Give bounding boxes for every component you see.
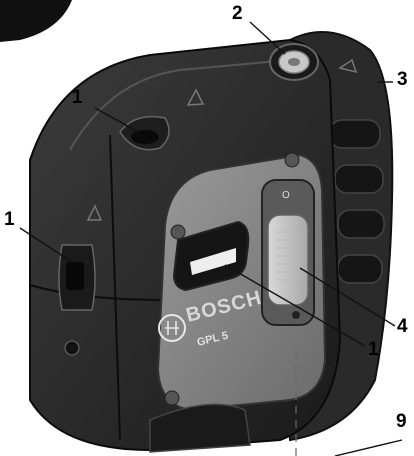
callout-laser-exit-top: 1: [72, 87, 83, 108]
side-seam: [109, 134, 121, 441]
laser-exit-up: [269, 43, 319, 81]
callout-laser-exit-front: 1: [368, 339, 379, 360]
leader-lines: [19, 21, 403, 456]
side-screw: [64, 340, 80, 356]
bottom-foot: [149, 403, 251, 453]
warning-triangle-icon: [86, 58, 358, 221]
laser-exit-side: [58, 244, 96, 311]
plate-screw: [170, 224, 186, 240]
callout-on-off-switch: 4: [397, 316, 408, 337]
callout-laser-exit-side: 1: [4, 209, 15, 230]
corner-element: [0, 0, 72, 42]
bumper-grip-ribs: [329, 119, 385, 284]
laser-exit-top: [119, 115, 170, 151]
switch-indicator-mark: O: [282, 190, 290, 201]
laser-exit-front: [172, 220, 250, 292]
on-off-switch: [261, 179, 315, 326]
plate-screw: [164, 390, 180, 406]
top-ridge: [69, 59, 291, 151]
callout-rubber-bumper: 3: [397, 69, 408, 90]
plate-screw: [284, 152, 300, 168]
callout-laser-exit-up: 2: [232, 3, 243, 24]
brand-logo-icon: [158, 314, 186, 342]
callout-laser-beam: 9: [396, 411, 407, 432]
